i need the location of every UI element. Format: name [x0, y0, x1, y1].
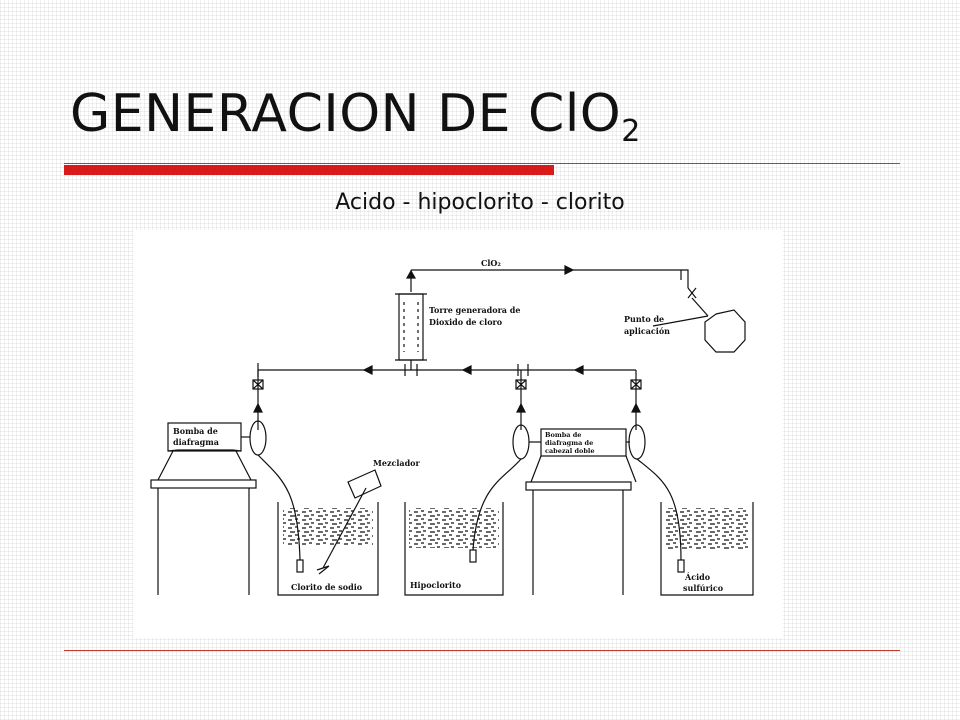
clo2-pipe — [411, 269, 689, 288]
label-mixer: Mezclador — [373, 458, 421, 468]
label-pump-left-line2: diafragma — [173, 437, 219, 447]
application-point-tank — [704, 309, 746, 353]
title-subscript: 2 — [621, 114, 641, 149]
label-pump-right-line3: cabezal doble — [545, 447, 595, 455]
label-sulfuric-line1: Ácido — [684, 572, 711, 582]
slide-title: GENERACION DE ClO2 — [70, 88, 641, 147]
label-sodium-chlorite: Clorito de sodio — [291, 582, 363, 592]
label-application-line2: aplicación — [624, 326, 670, 336]
tank-hypochlorite — [404, 502, 504, 596]
subtitle-text: Acido - hipoclorito - clorito — [335, 190, 625, 215]
generator-tower — [398, 293, 424, 361]
tank-sulfuric-acid — [660, 502, 754, 596]
process-diagram: ClO₂ Torre generadora de Dioxido de clor… — [133, 230, 783, 638]
flow-arrow-up-tower — [405, 269, 417, 279]
pump-right-head-1 — [512, 424, 530, 460]
slide-subtitle: Acido - hipoclorito - clorito — [0, 190, 960, 215]
footer-rule — [64, 650, 900, 651]
label-pump-left-line1: Bomba de — [173, 426, 218, 436]
label-tower-line2: Dioxido de cloro — [429, 317, 503, 327]
label-pump-right-line1: Bomba de — [545, 431, 581, 439]
left-stand — [150, 479, 257, 489]
label-hypochlorite: Hipoclorito — [410, 580, 462, 590]
title-main: GENERACION DE ClO — [70, 84, 622, 144]
mixer-shaft — [322, 487, 367, 569]
title-rule — [64, 163, 900, 164]
pump-right-head-2 — [628, 424, 646, 460]
title-accent-bar — [64, 165, 554, 175]
label-application-line1: Punto de — [624, 314, 664, 324]
label-sulfuric-line2: sulfúrico — [683, 583, 724, 593]
tank-sodium-chlorite — [277, 502, 379, 596]
process-diagram-svg: ClO₂ Torre generadora de Dioxido de clor… — [150, 258, 754, 596]
label-pump-right-line2: diafragma de — [545, 439, 593, 447]
label-tower-line1: Torre generadora de — [429, 305, 520, 315]
flow-arrow-right-clo2 — [564, 265, 575, 275]
right-stand — [525, 481, 632, 491]
label-clo2-line: ClO₂ — [481, 258, 501, 268]
